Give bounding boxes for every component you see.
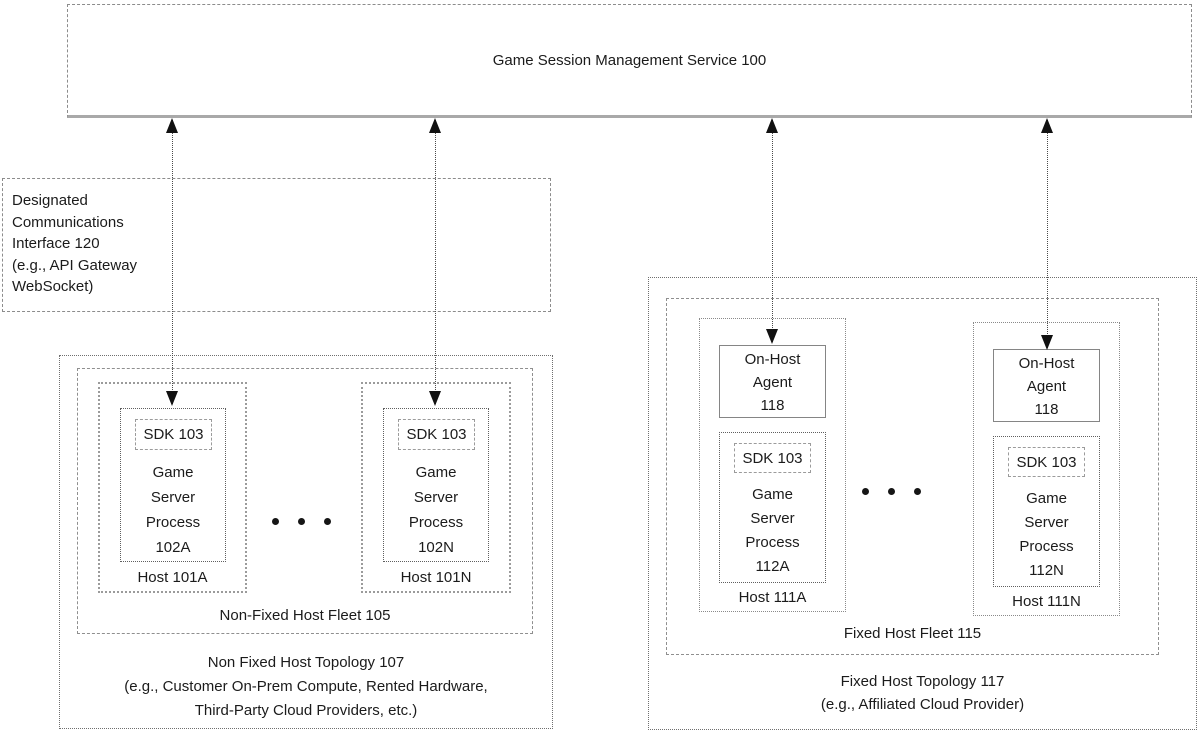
non-fixed-fleet-box: Non-Fixed Host Fleet 105 (77, 368, 533, 634)
non-fixed-topology-box: Non Fixed Host Topology 107 (e.g., Custo… (59, 355, 553, 729)
process-label-line: Server (1024, 514, 1069, 531)
game-server-process-box-102n: SDK 103 Game Server Process 102N (383, 408, 489, 562)
caption-line: Third-Party Cloud Providers, etc.) (194, 702, 418, 719)
connector-arrow-service-host101a (165, 118, 179, 406)
process-label-line: Process (745, 534, 800, 551)
process-label-line: 112A (755, 558, 790, 575)
game-server-process-label: Game Server Process 102A (121, 460, 225, 560)
arrow-line (1046, 120, 1048, 348)
sdk-label: SDK 103 (1016, 453, 1077, 471)
process-label-line: Game (752, 486, 793, 503)
comms-interface-line: (e.g., API Gateway (12, 256, 138, 274)
dot-icon (888, 488, 895, 495)
fixed-topology-box: Fixed Host Topology 117 (e.g., Affiliate… (648, 277, 1197, 730)
agent-label-line: 118 (1034, 401, 1059, 418)
connector-arrow-service-host101n (428, 118, 442, 406)
host-box-101a: SDK 103 Game Server Process 102A Host 10… (98, 382, 247, 593)
host-box-111a: On-Host Agent 118 SDK 103 Game Server Pr… (699, 318, 846, 612)
sdk-label: SDK 103 (406, 426, 467, 443)
comms-interface-line: Designated (12, 192, 88, 209)
process-label-line: 112N (1029, 562, 1064, 579)
on-host-agent-box: On-Host Agent 118 (993, 349, 1100, 422)
non-fixed-fleet-label: Non-Fixed Host Fleet 105 (219, 607, 391, 624)
dot-icon (862, 488, 869, 495)
non-fixed-topology-caption: Non Fixed Host Topology 107 (e.g., Custo… (60, 651, 552, 723)
arrowhead-up-icon (765, 118, 778, 133)
sdk-label: SDK 103 (143, 426, 204, 443)
sdk-box: SDK 103 (734, 443, 811, 473)
process-label-line: Server (413, 489, 459, 506)
fixed-fleet-box: Fixed Host Fleet 115 (666, 298, 1159, 655)
game-server-process-label: Game Server Process 102N (384, 460, 488, 560)
comms-interface-line: Communications (12, 213, 124, 231)
arrowhead-down-icon (165, 391, 178, 406)
caption-line: Non Fixed Host Topology 107 (207, 654, 405, 671)
connector-arrow-service-host111n (1040, 118, 1054, 350)
fixed-topology-caption: Fixed Host Topology 117 (e.g., Affiliate… (649, 670, 1196, 716)
agent-label-line: 118 (760, 397, 785, 414)
process-label-line: Process (408, 514, 464, 531)
caption-line: Fixed Host Topology 117 (840, 673, 1005, 690)
process-label-line: Process (1019, 538, 1074, 555)
agent-label-line: Agent (1026, 378, 1067, 395)
process-label-line: Server (150, 489, 196, 506)
process-label-line: Server (750, 510, 795, 527)
host-box-101n: SDK 103 Game Server Process 102N Host 10… (361, 382, 511, 593)
arrow-line (171, 120, 173, 404)
process-label-line: Game (152, 464, 194, 481)
sdk-box: SDK 103 (1008, 447, 1085, 477)
host-box-111n: On-Host Agent 118 SDK 103 Game Server Pr… (973, 322, 1120, 616)
arrow-line (434, 120, 436, 404)
arrowhead-up-icon (1040, 118, 1053, 133)
arrow-line (771, 120, 773, 342)
dot-icon (272, 518, 279, 525)
comms-interface-line: WebSocket) (12, 278, 94, 295)
service-box-label: Game Session Management Service 100 (492, 51, 767, 69)
host-label: Host 101A (137, 569, 208, 586)
arrowhead-up-icon (165, 118, 178, 133)
comms-interface-box: Designated Communications Interface 120 … (2, 178, 551, 312)
process-label-line: 102A (155, 539, 191, 556)
arrowhead-down-icon (765, 329, 778, 344)
process-label-line: Process (145, 514, 201, 531)
ellipsis-icon (272, 518, 331, 525)
agent-label-line: Agent (752, 374, 793, 391)
arrowhead-up-icon (428, 118, 441, 133)
game-server-process-box-112a: SDK 103 Game Server Process 112A (719, 432, 826, 583)
agent-label-line: On-Host (744, 351, 801, 368)
caption-line: (e.g., Affiliated Cloud Provider) (820, 696, 1025, 713)
game-server-process-label: Game Server Process 112N (994, 487, 1099, 583)
caption-line: (e.g., Customer On-Prem Compute, Rented … (124, 678, 488, 695)
sdk-label: SDK 103 (742, 449, 803, 467)
connector-arrow-service-host111a (765, 118, 779, 344)
process-label-line: Game (415, 464, 457, 481)
arrowhead-down-icon (1040, 335, 1053, 350)
sdk-box: SDK 103 (135, 419, 212, 450)
agent-label-line: On-Host (1018, 355, 1075, 372)
service-box: Game Session Management Service 100 (67, 4, 1192, 118)
game-server-process-label: Game Server Process 112A (720, 483, 825, 579)
process-label-line: 102N (418, 539, 454, 556)
comms-interface-line: Interface 120 (12, 235, 100, 252)
host-label: Host 101N (400, 569, 472, 586)
dot-icon (914, 488, 921, 495)
process-label-line: Game (1026, 490, 1067, 507)
dot-icon (324, 518, 331, 525)
fixed-fleet-label: Fixed Host Fleet 115 (843, 625, 982, 642)
on-host-agent-box: On-Host Agent 118 (719, 345, 826, 418)
sdk-box: SDK 103 (398, 419, 475, 450)
host-label: Host 111N (1012, 593, 1081, 610)
host-label: Host 111A (738, 589, 807, 606)
game-server-process-box-112n: SDK 103 Game Server Process 112N (993, 436, 1100, 587)
ellipsis-icon (862, 488, 921, 495)
dot-icon (298, 518, 305, 525)
arrowhead-down-icon (428, 391, 441, 406)
game-server-process-box-102a: SDK 103 Game Server Process 102A (120, 408, 226, 562)
